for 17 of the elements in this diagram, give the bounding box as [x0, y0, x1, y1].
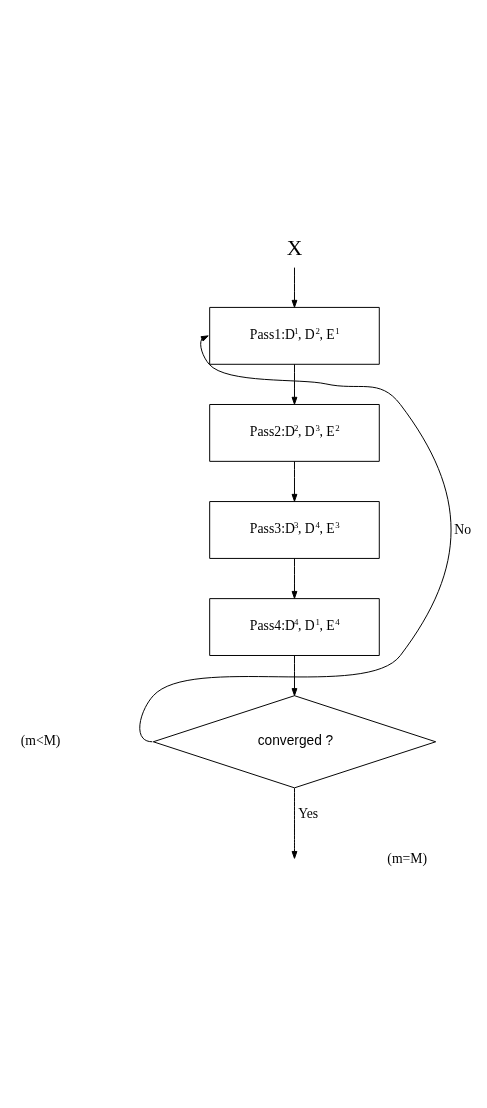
arrow: [291, 363, 298, 405]
label: (m=M): [387, 850, 428, 866]
arrow: [291, 557, 298, 599]
node-diamond: converged ?: [152, 694, 437, 788]
node-box: Pass3:D$^{3}$, D$^{4}$, E$^{3}$: [209, 500, 380, 559]
edge-label: No: [454, 521, 472, 537]
node-text: X: [286, 235, 303, 260]
arrow: [139, 334, 452, 742]
arrow: [291, 787, 298, 859]
node-box: Pass1:D$^{1}$, D$^{2}$, E$^{1}$: [209, 306, 380, 365]
arrow: [291, 460, 298, 502]
edge-label: Yes: [298, 805, 319, 821]
node-box: Pass4:D$^{4}$, D$^{1}$, E$^{4}$: [209, 597, 380, 656]
arrow: [291, 654, 298, 696]
arrow: [291, 266, 298, 308]
label: (m<M): [20, 732, 61, 748]
node-box: Pass2:D$^{2}$, D$^{3}$, E$^{2}$: [209, 403, 380, 462]
